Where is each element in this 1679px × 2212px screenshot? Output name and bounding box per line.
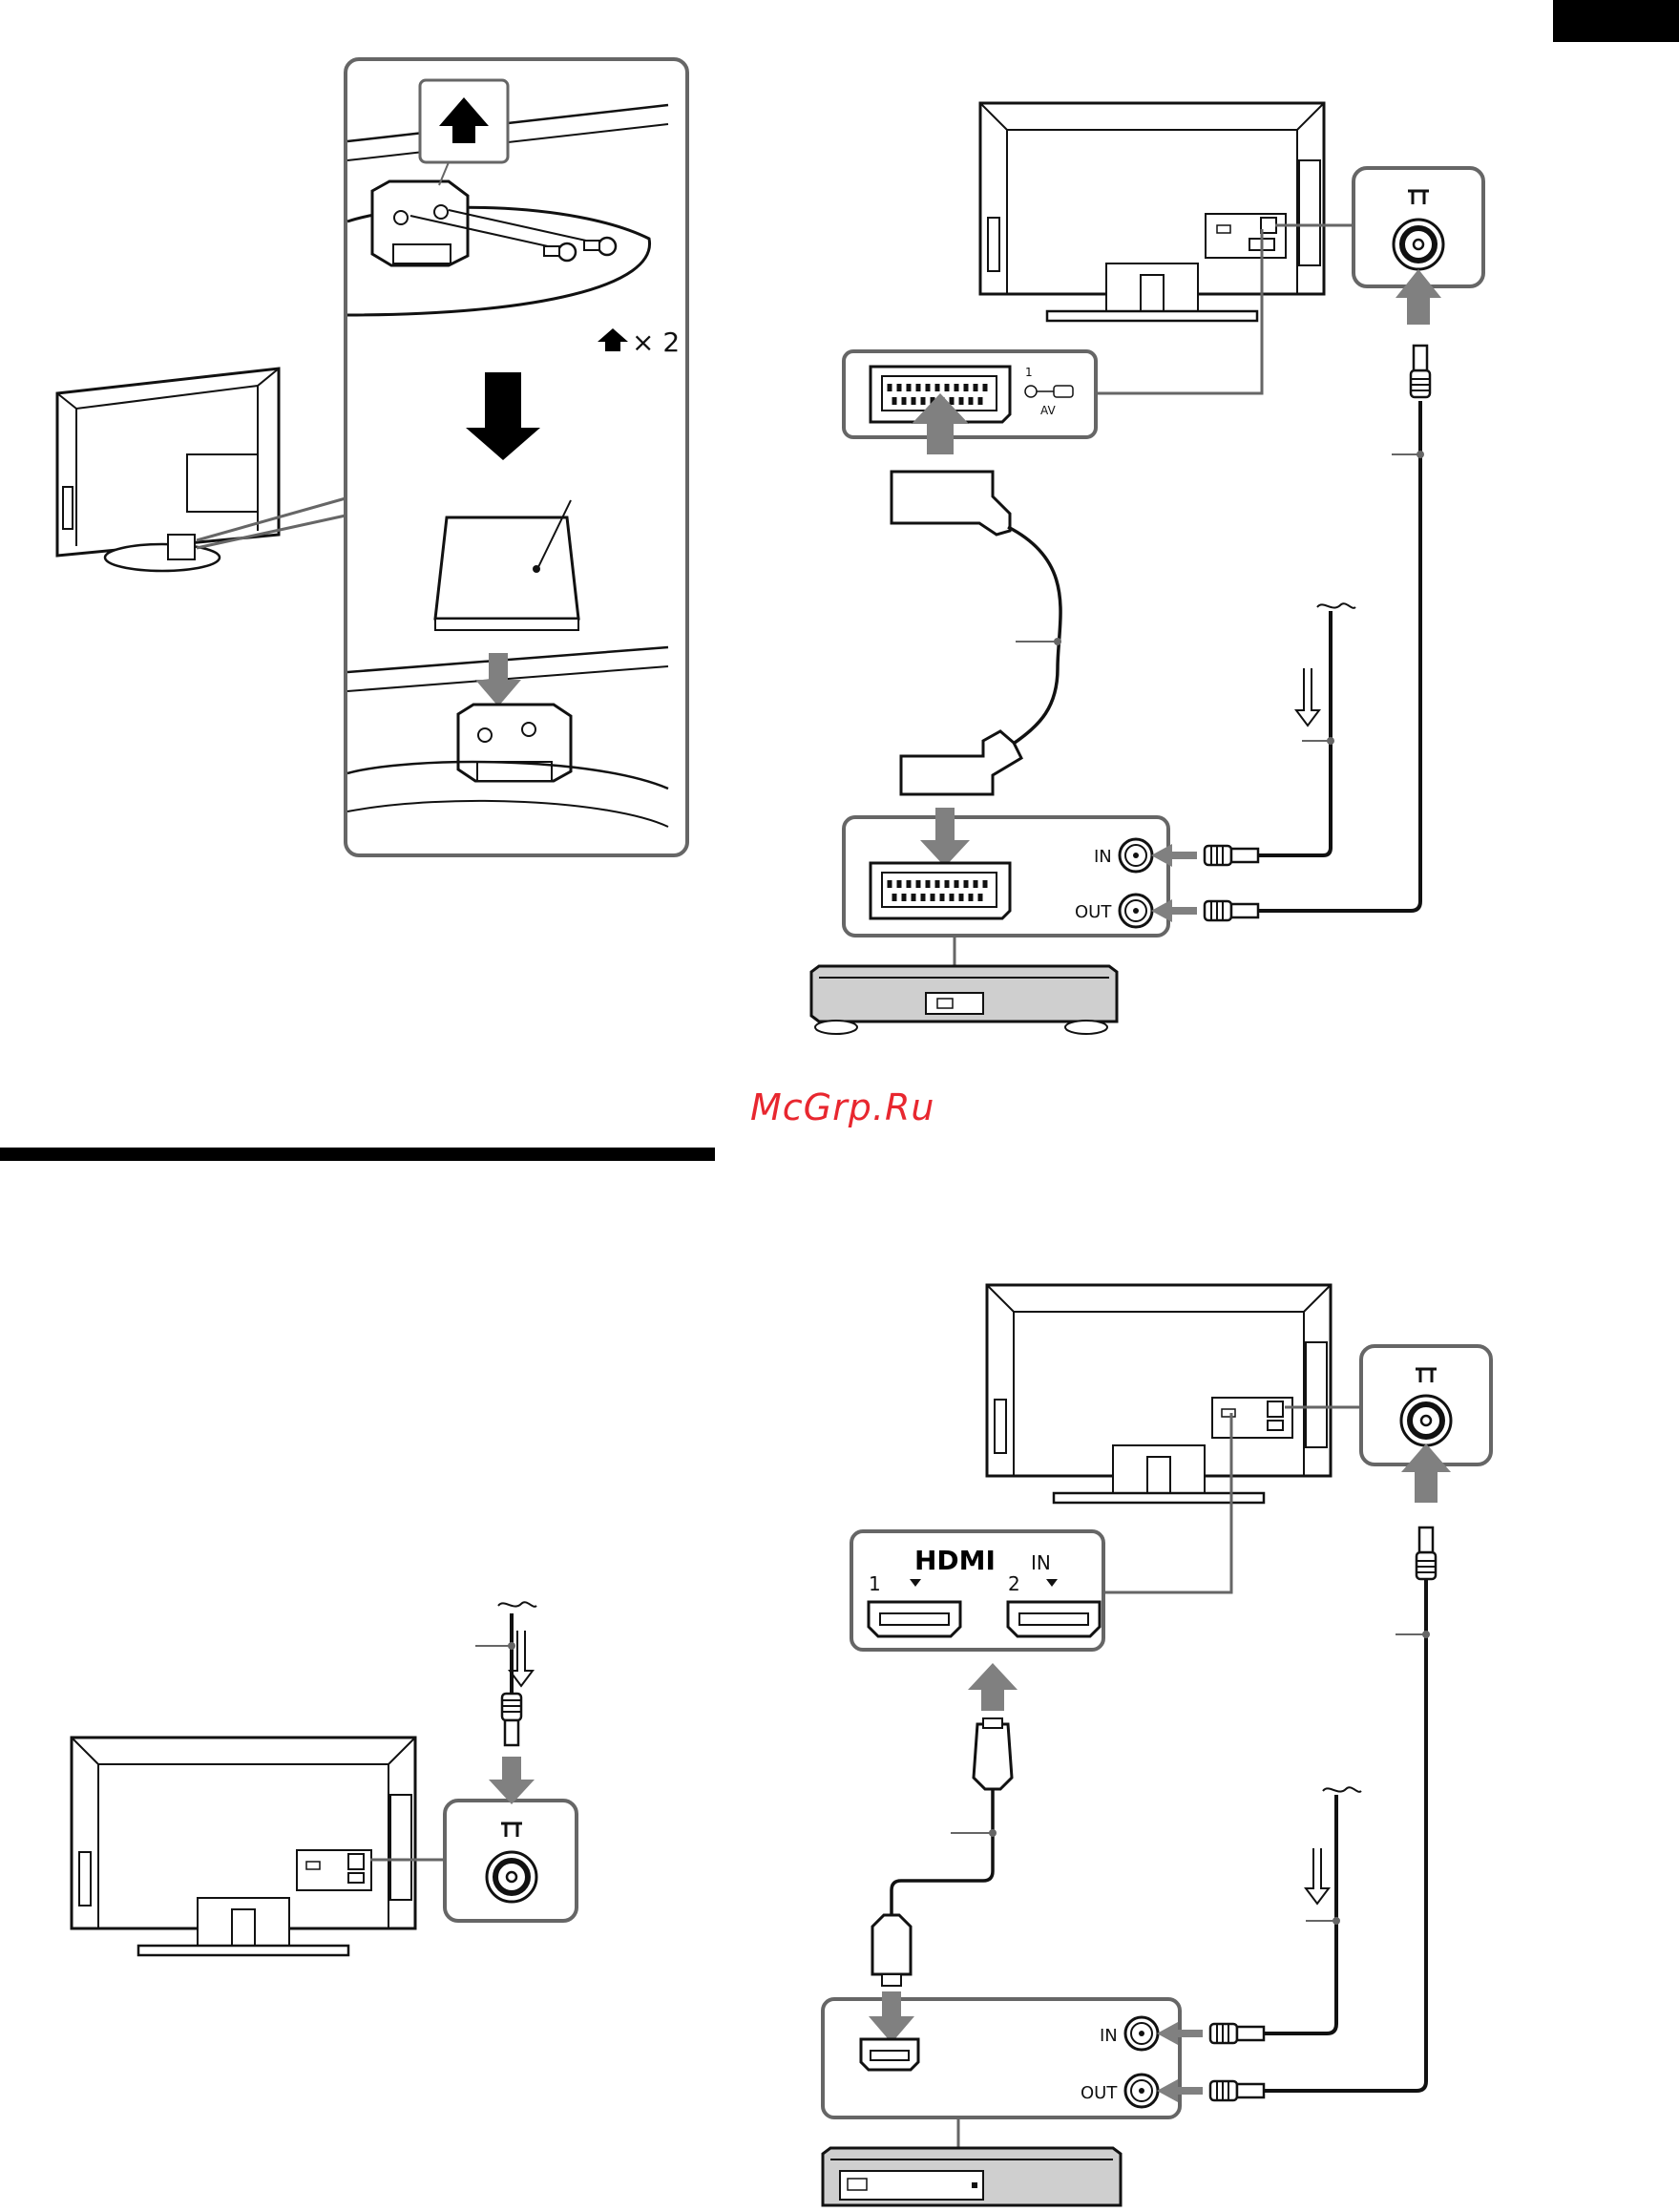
recorder-out-label: OUT [1075,902,1112,922]
recorder-in-socket [1125,2017,1158,2050]
recorder-out-socket [1125,2075,1158,2107]
recorder-in-socket [1120,839,1152,872]
recorder-out-socket [1120,895,1152,927]
screw-count-label: × 2 [632,327,680,358]
antenna-socket [1394,220,1443,269]
tv-small-rear-view [57,369,279,571]
hdmi-port2-label: 2 [1008,1572,1020,1595]
hdmi-in-label: IN [1031,1551,1051,1574]
antenna-connection-diagram [72,1602,577,1955]
tv-rear-view [980,103,1324,321]
tv-rear-view [72,1738,415,1955]
recorder-in-label: IN [1100,2026,1118,2046]
tv-rear-view [987,1285,1331,1503]
recorder-in-label: IN [1094,847,1112,867]
hdmi-connection-diagram: HDMI IN 1 2 IN OUT [823,1285,1491,2205]
antenna-socket [1401,1396,1451,1445]
scart-port-label: AV [1040,404,1056,417]
hdmi-port1-label: 1 [869,1572,881,1595]
stand-illustration: × 2 [57,59,687,855]
recorder-out-label: OUT [1081,2083,1118,2103]
scart-port-number: 1 [1025,366,1033,379]
hdmi-logo: HDMI [914,1545,996,1576]
antenna-socket [487,1852,536,1902]
scart-connection-diagram: 1 AV IN OUT [811,103,1483,1034]
